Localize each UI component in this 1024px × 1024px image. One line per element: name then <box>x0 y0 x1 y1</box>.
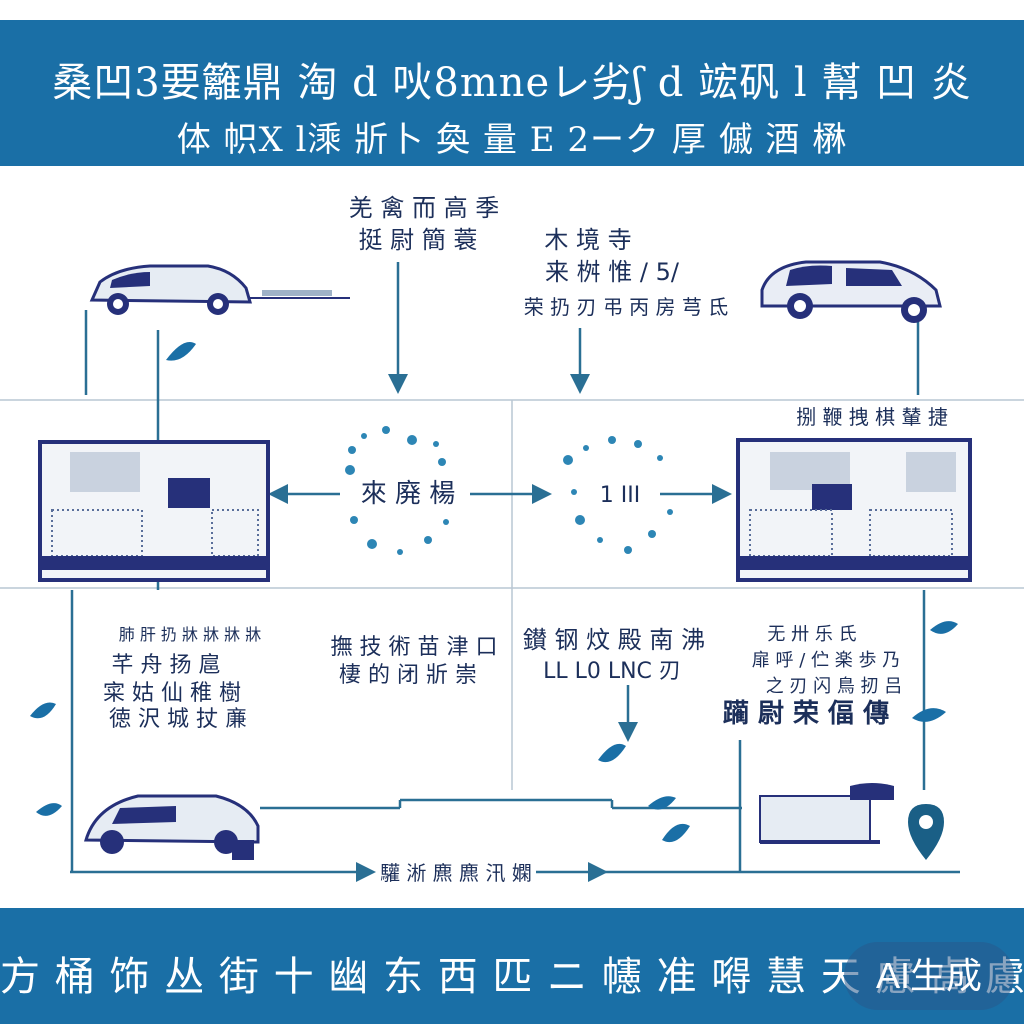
page-subtitle: 体 帜X l溗 斨卜 奐 量 E 2ーク 厚 傶 酒 楙 <box>176 120 848 160</box>
label-mid-center-line-1: 鑚 钢 炆 殿 南 沸 <box>523 626 705 654</box>
header-banner: 桑凹3要籬鼎 淘 d 吙8mneレ劣ʃ d 竤矾 l 幫 凹 炎 体 帜X l溗… <box>0 20 1024 166</box>
label-left-stack-head: 肺 肝 扔 牀 牀 牀 牀 <box>119 625 262 644</box>
car-icon-top-right <box>760 260 942 323</box>
label-mid-right: 无 卅 乐 氏 扉 呼 / 伫 楽 歩 乃 之 刃 闪 鳥 扨 吕 躏 尉 荣 … <box>723 624 902 729</box>
grid-lines <box>0 399 1024 790</box>
bottom-bar-label-bg <box>376 860 536 886</box>
label-mid-left-line-1: 撫 技 術 苗 津 口 <box>331 635 498 660</box>
label-left-stack-line-3: 徳 沢 城 扙 亷 <box>109 707 247 732</box>
label-mid-center-line-2: LL L0 LNC 刃 <box>543 659 681 684</box>
label-hub-left: 來 廃 楊 <box>361 479 456 509</box>
label-left-stack: 肺 肝 扔 牀 牀 牀 牀 芊 舟 扬 扈 寀 姑 仙 稚 樹 徳 沢 城 扙 … <box>103 625 261 732</box>
building-icon-right <box>736 438 972 582</box>
label-mid-right-line-1: 无 卅 乐 氏 <box>767 624 856 645</box>
label-mid-center: 鑚 钢 炆 殿 南 沸 LL L0 LNC 刃 <box>523 626 705 684</box>
ai-generated-badge: AI生成 <box>844 942 1014 1010</box>
label-bottom-bar: 驩 淅 麃 麃 汛 嫻 <box>380 861 532 885</box>
label-top-left-arrow: 羌 禽 而 高 季 挺 尉 簡 蓑 <box>349 194 500 254</box>
label-top-center-line-1: 木 境 寺 <box>544 226 631 254</box>
hub-left <box>345 426 449 555</box>
leaf-decorations <box>30 342 958 843</box>
label-mid-right-line-2: 扉 呼 / 伫 楽 歩 乃 <box>752 650 900 671</box>
label-top-center-row: 荣 扔 刃 弔 丙 房 芎 氐 <box>524 295 729 319</box>
label-mid-right-bold: 躏 尉 荣 偪 傳 <box>723 699 889 729</box>
hub-right <box>563 436 673 554</box>
label-top-center-line-2: 来 桝 惟 / 5/ <box>545 258 680 286</box>
car-icon-bottom-left <box>84 794 260 860</box>
car-icon-top-left <box>89 264 350 315</box>
label-mid-left-line-2: 棲 的 闭 斨 崇 <box>339 663 477 688</box>
station-icon-bottom-right <box>759 783 894 844</box>
label-right-header: 捌 鞭 拽 棋 輦 捷 <box>796 405 948 429</box>
label-left-stack-line-2: 寀 姑 仙 稚 樹 <box>103 681 241 706</box>
label-top-left-line-2: 挺 尉 簡 蓑 <box>359 226 478 254</box>
label-mid-left: 撫 技 術 苗 津 口 棲 的 闭 斨 崇 <box>331 635 498 688</box>
label-mid-right-line-3: 之 刃 闪 鳥 扨 吕 <box>766 676 903 697</box>
label-top-center-arrow: 木 境 寺 来 桝 惟 / 5/ <box>544 226 680 286</box>
location-pin-icon <box>908 804 944 860</box>
page-title: 桑凹3要籬鼎 淘 d 吙8mneレ劣ʃ d 竤矾 l 幫 凹 炎 <box>52 60 972 106</box>
label-top-left-line-1: 羌 禽 而 高 季 <box>349 194 500 222</box>
building-icon-left <box>38 440 270 582</box>
label-left-stack-line-1: 芊 舟 扬 扈 <box>112 653 221 678</box>
label-hub-right: 1 III <box>600 483 640 508</box>
